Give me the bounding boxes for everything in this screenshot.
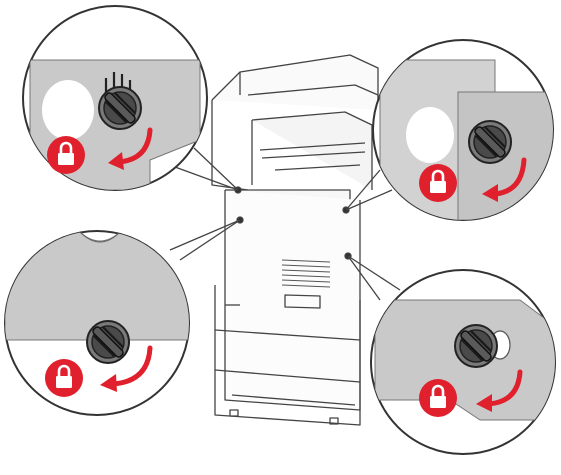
callout-top-left (23, 6, 207, 190)
thumbscrew-icon (455, 325, 497, 367)
thumbscrew-icon (99, 87, 141, 129)
printer-body (212, 55, 378, 425)
lock-icon (47, 136, 85, 174)
lock-icon (419, 379, 457, 417)
callout-bottom-right (371, 270, 560, 454)
thumbscrew-icon (469, 121, 511, 163)
callout-top-right (373, 40, 560, 220)
lock-icon (419, 164, 457, 202)
thumbscrew-icon (87, 321, 129, 363)
lock-icon (45, 359, 83, 397)
callout-bottom-left (5, 231, 190, 415)
